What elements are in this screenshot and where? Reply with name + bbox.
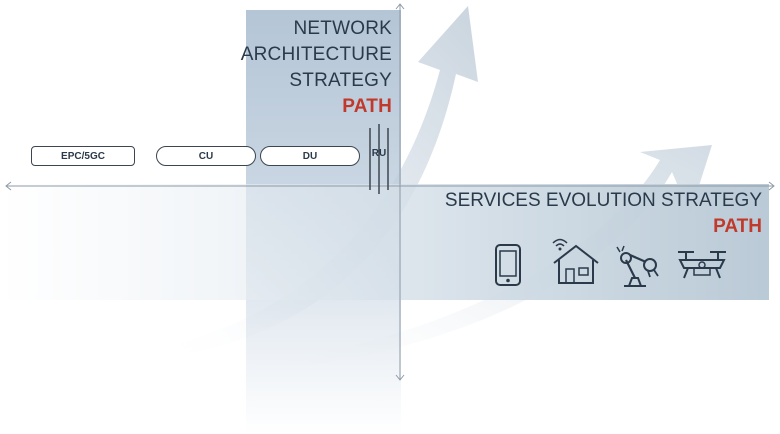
epc-5gc-label: EPC/5GC: [61, 150, 105, 162]
axis-left-arrow: [5, 181, 12, 191]
epc-5gc-node: EPC/5GC: [31, 146, 135, 166]
services-evolution-band: [0, 184, 769, 300]
robot-arm-icon: [616, 245, 659, 287]
network-path-label: PATH: [342, 96, 392, 117]
smartphone-icon: [495, 244, 521, 286]
services-path-label: PATH: [713, 216, 762, 237]
network-title-line: STRATEGY: [289, 70, 392, 91]
network-title-line: ARCHITECTURE: [240, 44, 392, 65]
axis-bottom-arrow: [395, 374, 405, 381]
smart-home-icon: [552, 238, 599, 284]
network-title-line: NETWORK: [293, 18, 392, 39]
cu-node: CU: [156, 146, 256, 166]
drone-icon: [678, 251, 726, 279]
du-node: DU: [260, 146, 360, 166]
axis-top-arrow: [395, 3, 405, 10]
services-title-text: SERVICES EVOLUTION STRATEGY: [444, 190, 762, 211]
secondary-arrow: [250, 145, 712, 372]
cu-label: CU: [198, 150, 214, 162]
du-label: DU: [302, 150, 318, 162]
axis-right-arrow: [768, 181, 775, 191]
ru-label: RU: [371, 148, 387, 159]
services-strategy-title: SERVICES EVOLUTION STRATEGY PATH: [432, 188, 762, 240]
network-strategy-title: NETWORK ARCHITECTURE STRATEGY PATH: [192, 16, 392, 120]
